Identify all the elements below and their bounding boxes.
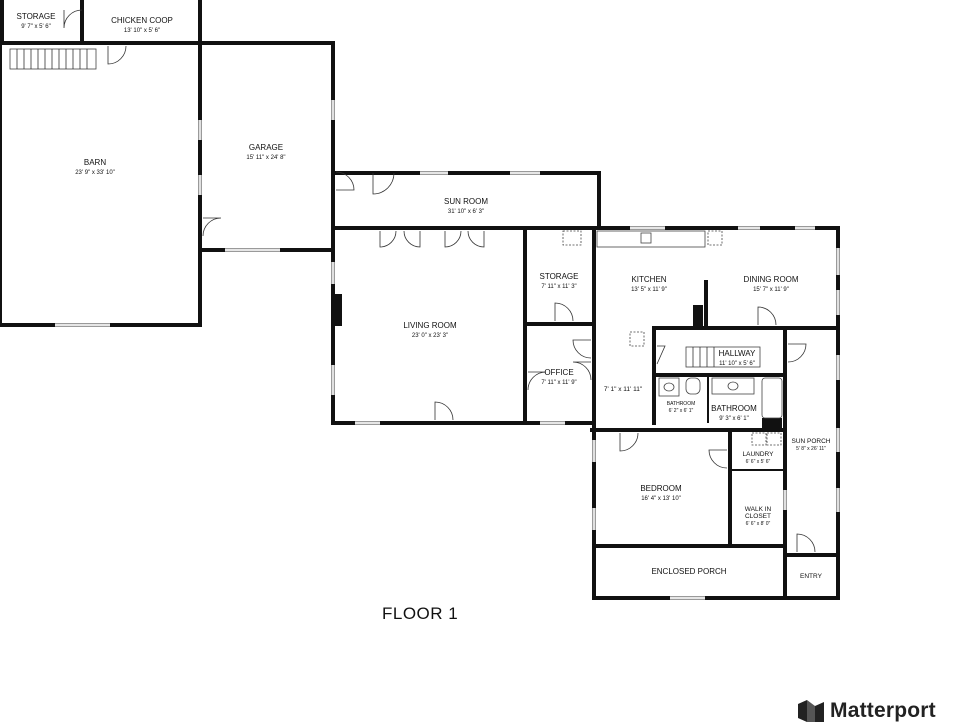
room-dims: 7' 1" x 11' 11"	[604, 386, 643, 393]
sink-icon	[663, 382, 675, 392]
room-dims: 6' 6" x 5' 6"	[746, 459, 771, 465]
walls	[0, 0, 840, 600]
room-name: LAUNDRY	[743, 451, 775, 458]
room-name: BARN	[84, 158, 106, 167]
room-name: KITCHEN	[631, 275, 666, 284]
room-dims: 31' 10" x 6' 3"	[448, 209, 484, 215]
room-name: ENTRY	[800, 573, 823, 580]
room-dims: 9' 7" x 5' 6"	[21, 24, 51, 30]
room-dims: 13' 10" x 5' 6"	[124, 28, 160, 34]
room-dims: 15' 11" x 24' 8"	[246, 155, 285, 161]
washer-icon	[751, 432, 767, 446]
brand-name: Matterport	[830, 699, 936, 722]
room-name: BATHROOM	[667, 401, 696, 407]
room-name: STORAGE	[540, 272, 579, 281]
bathtub-icon	[761, 377, 783, 419]
room-name: SUN ROOM	[444, 197, 488, 206]
room-name: ENCLOSED PORCH	[651, 567, 726, 576]
room-dims: 16' 4" x 13' 10"	[641, 496, 681, 502]
room-name: OFFICE	[544, 368, 573, 377]
doors	[63, 9, 816, 553]
room-dims: 13' 5" x 11' 9"	[631, 287, 667, 293]
fixtures	[9, 48, 783, 446]
stairs-icon	[9, 48, 97, 70]
room-name: CHICKEN COOP	[111, 16, 173, 25]
room-name: LIVING ROOM	[403, 321, 457, 330]
floor-label: FLOOR 1	[382, 604, 459, 623]
room-dims: 11' 10" x 5' 6"	[719, 361, 755, 367]
room-dims: 5' 8" x 26' 11"	[796, 446, 826, 452]
sink-icon	[727, 381, 739, 391]
room-dims: 9' 3" x 6' 1"	[719, 416, 749, 422]
room-name: SUN PORCH	[791, 438, 830, 445]
room-name: BATHROOM	[711, 404, 757, 413]
room-name: BEDROOM	[640, 484, 682, 493]
room-name: CLOSET	[745, 513, 771, 520]
room-dims: 6' 6" x 8' 0"	[746, 521, 771, 527]
appliance-icon	[629, 331, 645, 347]
room-labels: STORAGE 9' 7" x 5' 6" CHICKEN COOP 13' 1…	[17, 12, 831, 580]
appliance-icon	[562, 230, 582, 246]
appliance-icon	[707, 230, 723, 246]
windows	[55, 100, 840, 600]
room-name: STORAGE	[17, 12, 56, 21]
room-dims: 23' 0" x 23' 3"	[412, 333, 448, 339]
hallway-stairs-icon	[685, 346, 761, 368]
room-dims: 7' 11" x 11' 3"	[541, 284, 576, 290]
matterport-logo-icon	[798, 700, 824, 722]
room-name: WALK IN	[745, 506, 772, 513]
room-dims: 6' 2" x 6' 1"	[669, 408, 694, 414]
room-name: HALLWAY	[719, 349, 756, 358]
toilet-icon	[685, 377, 701, 395]
brand-watermark: Matterport	[798, 699, 936, 723]
sink-icon	[640, 232, 652, 244]
room-dims: 7' 11" x 11' 9"	[541, 380, 576, 386]
room-dims: 15' 7" x 11' 9"	[753, 287, 789, 293]
dryer-icon	[766, 432, 782, 446]
room-name: GARAGE	[249, 143, 283, 152]
room-dims: 23' 9" x 33' 10"	[75, 170, 115, 176]
room-name: DINING ROOM	[743, 275, 798, 284]
